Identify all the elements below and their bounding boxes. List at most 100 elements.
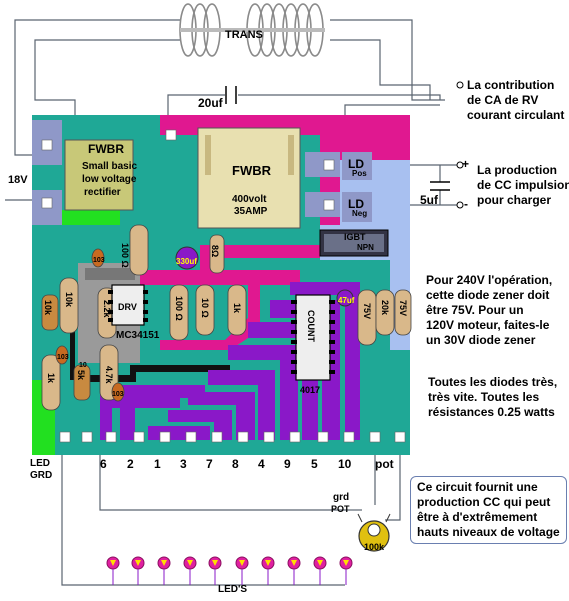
electrolytic-caps [175,246,354,307]
terminal-dots [456,81,464,209]
plus-sign: + [462,157,470,171]
note-diodes-line-2: très vite. Toutes les [428,390,540,404]
capacitor-5uf [430,181,450,191]
led-icon [157,556,171,570]
zener-bodies [41,294,91,401]
cap-330uf-label: 330uf [176,257,197,266]
grd-label: grd [333,492,350,503]
r8-label: 8Ω [210,245,220,258]
fwbr-big [197,127,301,229]
note-dc-line-2: de CC impulsion [477,178,569,192]
r10k-label: 10k [64,292,74,308]
note-zener-line-4: 120V moteur, faites-le [426,318,550,332]
note-circuit-line-3: être à d'extrêmement [417,510,538,524]
cap-103-c-label: 103 [112,391,124,398]
note-dc-output: La production de CC impulsion pour charg… [477,163,569,208]
pot-label: pot [375,457,394,471]
pin-number-label: 3 [180,457,187,471]
cap-5uf-label: 5uf [420,193,438,207]
igbt-label: IGBT [344,232,366,242]
led-grd-label-1: LED [30,458,50,469]
transformer-label: TRANS [225,29,263,41]
pin-pads [41,129,406,443]
led-icon [106,556,120,570]
fwbr-small [64,139,134,211]
ld-neg-label: LD [348,197,364,211]
note-diodes-line-3: résistances 0.25 watts [428,405,555,419]
r47k-label: 4.7k [104,366,114,384]
driver-ic [108,284,148,326]
cap-103-b-label: 103 [57,354,69,361]
note-ac-line-3: courant circulant [467,108,565,122]
r10-small-label: 10 [79,362,87,369]
note-zener-line-1: Pour 240V l'opération, [426,273,553,287]
pin-number-label: 1 [154,457,161,471]
note-dc-line-1: La production [477,163,557,177]
ld-pos-label: LD [348,157,364,171]
pin-number-label: 6 [100,457,107,471]
pin-number-label: 10 [338,457,352,471]
led-icon [183,556,197,570]
note-circuit-line-4: hauts niveaux de voltage [417,525,560,539]
note-circuit-line-2: production CC qui peut [417,495,551,509]
counter-ic-label: COUNT [306,310,316,342]
small-caps [55,248,125,402]
r10k-a-label: 10k [43,300,53,316]
note-ac-line-2: de CA de RV [467,93,539,107]
ld-pos-sub: Pos [352,169,367,178]
drv-label: DRV [118,302,137,312]
led-icon [261,556,275,570]
note-diodes-line-1: Toutes les diodes très, [428,375,558,389]
led-icon [131,556,145,570]
counter-ic [291,294,335,381]
cap-103-a-label: 103 [93,257,105,264]
r75v-a-label: 75V [362,303,372,320]
resistor-bodies [41,224,412,411]
r20k-label: 20k [380,300,390,316]
led-icon [208,556,222,570]
fwbr-small-line-1: Small basic [82,161,138,172]
note-circuit-line-1: Ce circuit fournit une [417,480,538,494]
note-zener-line-2: cette diode zener doit [426,288,550,302]
note-dc-line-3: pour charger [477,193,552,207]
pot-value-label: 100k [364,542,385,552]
igbt-sub: NPN [357,243,374,252]
igbt-transistor [319,229,389,257]
minus-sign: - [464,197,468,211]
pot-sub-label: POT [331,504,350,514]
cap-47uf-label: 47uf [338,296,355,305]
ld-neg-sub: Neg [352,209,368,218]
note-ac-input: La contribution de CA de RV courant circ… [467,78,564,123]
pin-number-label: 9 [284,457,291,471]
fwbr-small-line-2: low voltage [82,174,137,185]
pin-number-label: 8 [232,457,239,471]
led-icon [313,556,327,570]
led-icon [287,556,301,570]
capacitor-20uf [225,86,237,104]
fwbr-big-line-2: 35AMP [234,206,268,217]
cap-20uf-label: 20uf [198,96,223,110]
led-row [106,556,353,585]
counter-ic-part: 4017 [300,385,321,395]
r10-mid-label: 10 Ω [200,298,210,318]
pin-number-label: 7 [206,457,213,471]
pin-number-label: 2 [127,457,134,471]
pin-number-label: 5 [311,457,318,471]
note-diodes: Toutes les diodes très, très vite. Toute… [428,375,557,420]
fwbr-big-line-1: 400volt [232,194,267,205]
fwbr-small-title: FWBR [88,142,124,156]
r100-top-label: 100 Ω [120,243,130,268]
led-icon [339,556,353,570]
led-grd-label-2: GRD [30,470,53,481]
driver-ic-label: MC34151 [116,330,160,341]
input-18v-label: 18V [8,174,28,186]
note-zener-line-5: un 30V diode zener [426,333,536,347]
potentiometer-icon [357,513,391,552]
pin-number-label: 4 [258,457,265,471]
note-zener-line-3: être 75V. Pour un [426,303,524,317]
r22k-label: 2.2k [102,300,112,318]
r1k-left-label: 1k [46,373,56,384]
fwbr-big-title: FWBR [232,163,271,178]
transformer-icon [179,3,325,57]
